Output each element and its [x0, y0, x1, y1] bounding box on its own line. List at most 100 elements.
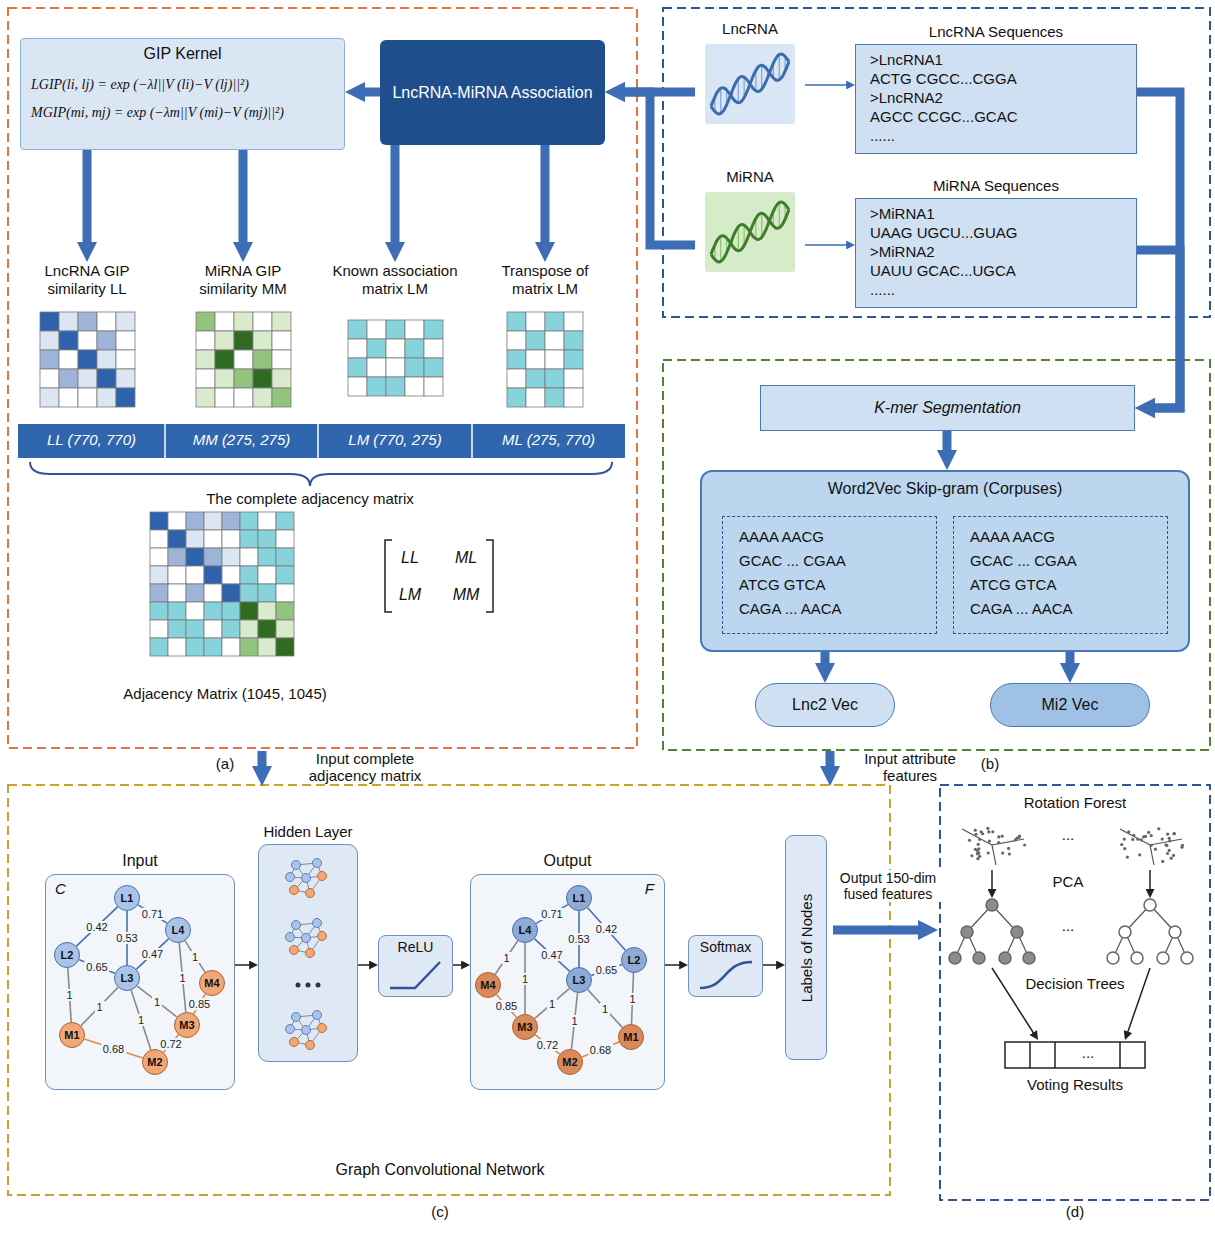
ellipsis: ... — [1048, 826, 1088, 844]
node-text: ...... — [870, 280, 1122, 299]
node-text: Hidden Layer — [258, 822, 358, 842]
lncrna-node: L2 — [54, 942, 80, 968]
hidden-graph — [316, 983, 321, 988]
matrix-figure — [196, 388, 215, 407]
matrix-caption: MiRNA GIP similarity MM — [183, 262, 303, 302]
node-text: L2 — [628, 954, 641, 966]
matrix-figure — [97, 350, 116, 369]
node-text: L1 — [121, 892, 134, 904]
adjacency-matrix — [168, 566, 186, 584]
adjacency-matrix — [276, 566, 294, 584]
matrix-figure — [59, 350, 78, 369]
brace — [30, 462, 612, 486]
adjacency-matrix — [240, 620, 258, 638]
matrix-figure — [234, 388, 253, 407]
lncrna-node: L4 — [165, 917, 191, 943]
matrix-size: MM (275, 275) — [165, 431, 318, 449]
lncrna-node: L1 — [566, 885, 592, 911]
box-fill — [470, 874, 665, 1090]
relu-curve — [390, 962, 440, 988]
matrix-figure — [424, 358, 443, 377]
adjacency-matrix — [186, 638, 204, 656]
weight-label: 1 — [152, 996, 162, 1008]
forest-figure — [1119, 926, 1131, 938]
forest-figure — [997, 835, 1000, 838]
flow-arrow — [763, 964, 777, 966]
box-fill — [258, 844, 358, 1062]
matrix-size: LL (770, 770) — [18, 431, 165, 449]
node-text: L1 — [573, 892, 586, 904]
flow-arrow — [821, 652, 830, 665]
adjacency-matrix — [222, 584, 240, 602]
node-text: LncRNA GIP similarity LL — [22, 262, 152, 298]
forest-figure — [977, 843, 980, 846]
caption-text: Adjacency Matrix (1045, 1045) — [100, 685, 350, 703]
adjacency-matrix — [276, 530, 294, 548]
node-text: Known association matrix LM — [320, 262, 470, 298]
mirna-node: M3 — [174, 1012, 200, 1038]
adjacency-matrix — [258, 584, 276, 602]
adjacency-matrix — [186, 566, 204, 584]
matrix-figure — [386, 358, 405, 377]
matrix-figure — [545, 388, 564, 407]
weight-label: 0.42 — [84, 921, 109, 933]
node-text: LncRNA Sequences — [855, 22, 1137, 42]
matrix-figure — [215, 388, 234, 407]
lncrna-picture — [711, 62, 789, 107]
matrix-figure — [116, 312, 135, 331]
matrix-figure — [253, 388, 272, 407]
figure-art — [8, 8, 1210, 1200]
weight-label: 1 — [94, 1001, 104, 1013]
adjacency-matrix — [186, 602, 204, 620]
forest-figure — [1131, 838, 1134, 841]
weight-label: 1 — [569, 1015, 579, 1027]
forest-figure — [1169, 926, 1181, 938]
adjacency-matrix — [150, 638, 168, 656]
mirna-picture — [720, 236, 721, 262]
hidden-graph — [306, 983, 311, 988]
matrix-figure — [405, 377, 424, 396]
hidden-graph — [318, 872, 327, 881]
matrix-figure — [367, 377, 386, 396]
word2vec-box: Word2Vec Skip-gram (Corpuses)AAAA AACGGC… — [700, 470, 1190, 652]
adjacency-matrix — [222, 530, 240, 548]
matrix-figure — [253, 331, 272, 350]
hidden-graph — [290, 1038, 299, 1047]
flow-arrow — [363, 88, 380, 97]
panel-letter: (c) — [420, 1203, 460, 1221]
node-text: LGIP(li, lj) = exp (−λl||V (li)−V (lj)||… — [31, 77, 334, 93]
graph-edge — [76, 907, 117, 946]
flow-arrow — [805, 244, 847, 246]
weight-label: 0.65 — [84, 961, 109, 973]
activation-box: ReLU — [378, 935, 453, 997]
forest-figure — [1001, 835, 1004, 838]
weight-label: 1 — [136, 1014, 146, 1026]
matrix-bar — [164, 424, 166, 458]
node-text: K-mer Segmentation — [874, 399, 1021, 417]
forest-figure — [1161, 860, 1164, 863]
association-box: LncRNA-MiRNA Association — [380, 40, 605, 145]
matrix-figure — [40, 312, 583, 407]
matrix-bar — [471, 424, 473, 458]
matrix-figure — [545, 312, 564, 331]
node-text: MiRNA GIP similarity MM — [183, 262, 303, 298]
matrix-figure — [348, 339, 367, 358]
flow-arrow — [453, 964, 462, 966]
matrix-figure — [507, 331, 526, 350]
forest-figure — [992, 839, 1024, 845]
node-text: MGIP(mi, mj) = exp (−λm||V (mi)−V (mj)||… — [31, 105, 334, 121]
forest-figure — [987, 830, 990, 833]
rna-image: LncRNA — [695, 20, 805, 128]
matrix-figure — [253, 312, 272, 331]
graph-edge — [536, 905, 568, 924]
matrix-figure — [40, 331, 59, 350]
caption-text: Graph Convolutional Network — [290, 1160, 590, 1179]
mirna-picture — [711, 202, 789, 262]
node-text: ATCG GTCA — [739, 573, 920, 597]
graph-edge — [81, 987, 118, 1025]
forest-figure — [999, 952, 1011, 964]
forest-figure — [1161, 838, 1164, 841]
graph-edge — [79, 960, 115, 974]
forest-figure — [973, 952, 985, 964]
lncrna-picture — [738, 79, 739, 103]
